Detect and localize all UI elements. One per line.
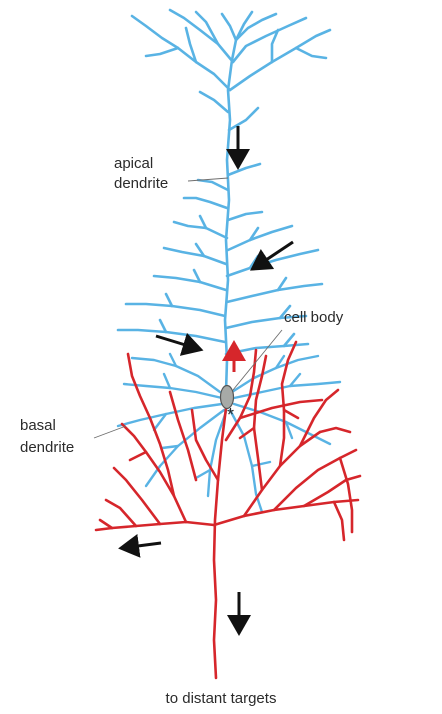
asterisk-marker: * [227, 405, 234, 425]
cell-body-leader-line [232, 329, 283, 391]
targets-label: to distant targets [166, 690, 277, 707]
arrow-icon [155, 332, 204, 356]
axon [94, 340, 362, 680]
basal-dendrite [116, 352, 342, 514]
basal-label-line2: dendrite [20, 439, 74, 456]
basal-leader-line [93, 425, 127, 439]
basal-label-line1: basal [20, 417, 56, 434]
apical-leader-line [187, 177, 229, 182]
apical-label-line2: dendrite [114, 175, 168, 192]
signal-flow-arrows [118, 126, 294, 636]
apical-label-line1: apical [114, 155, 153, 172]
cell-body [219, 384, 235, 410]
arrow-icon [118, 533, 162, 558]
cell-body-label: cell body [284, 309, 344, 326]
apical-dendrite [116, 8, 332, 394]
arrow-icon [250, 240, 294, 271]
